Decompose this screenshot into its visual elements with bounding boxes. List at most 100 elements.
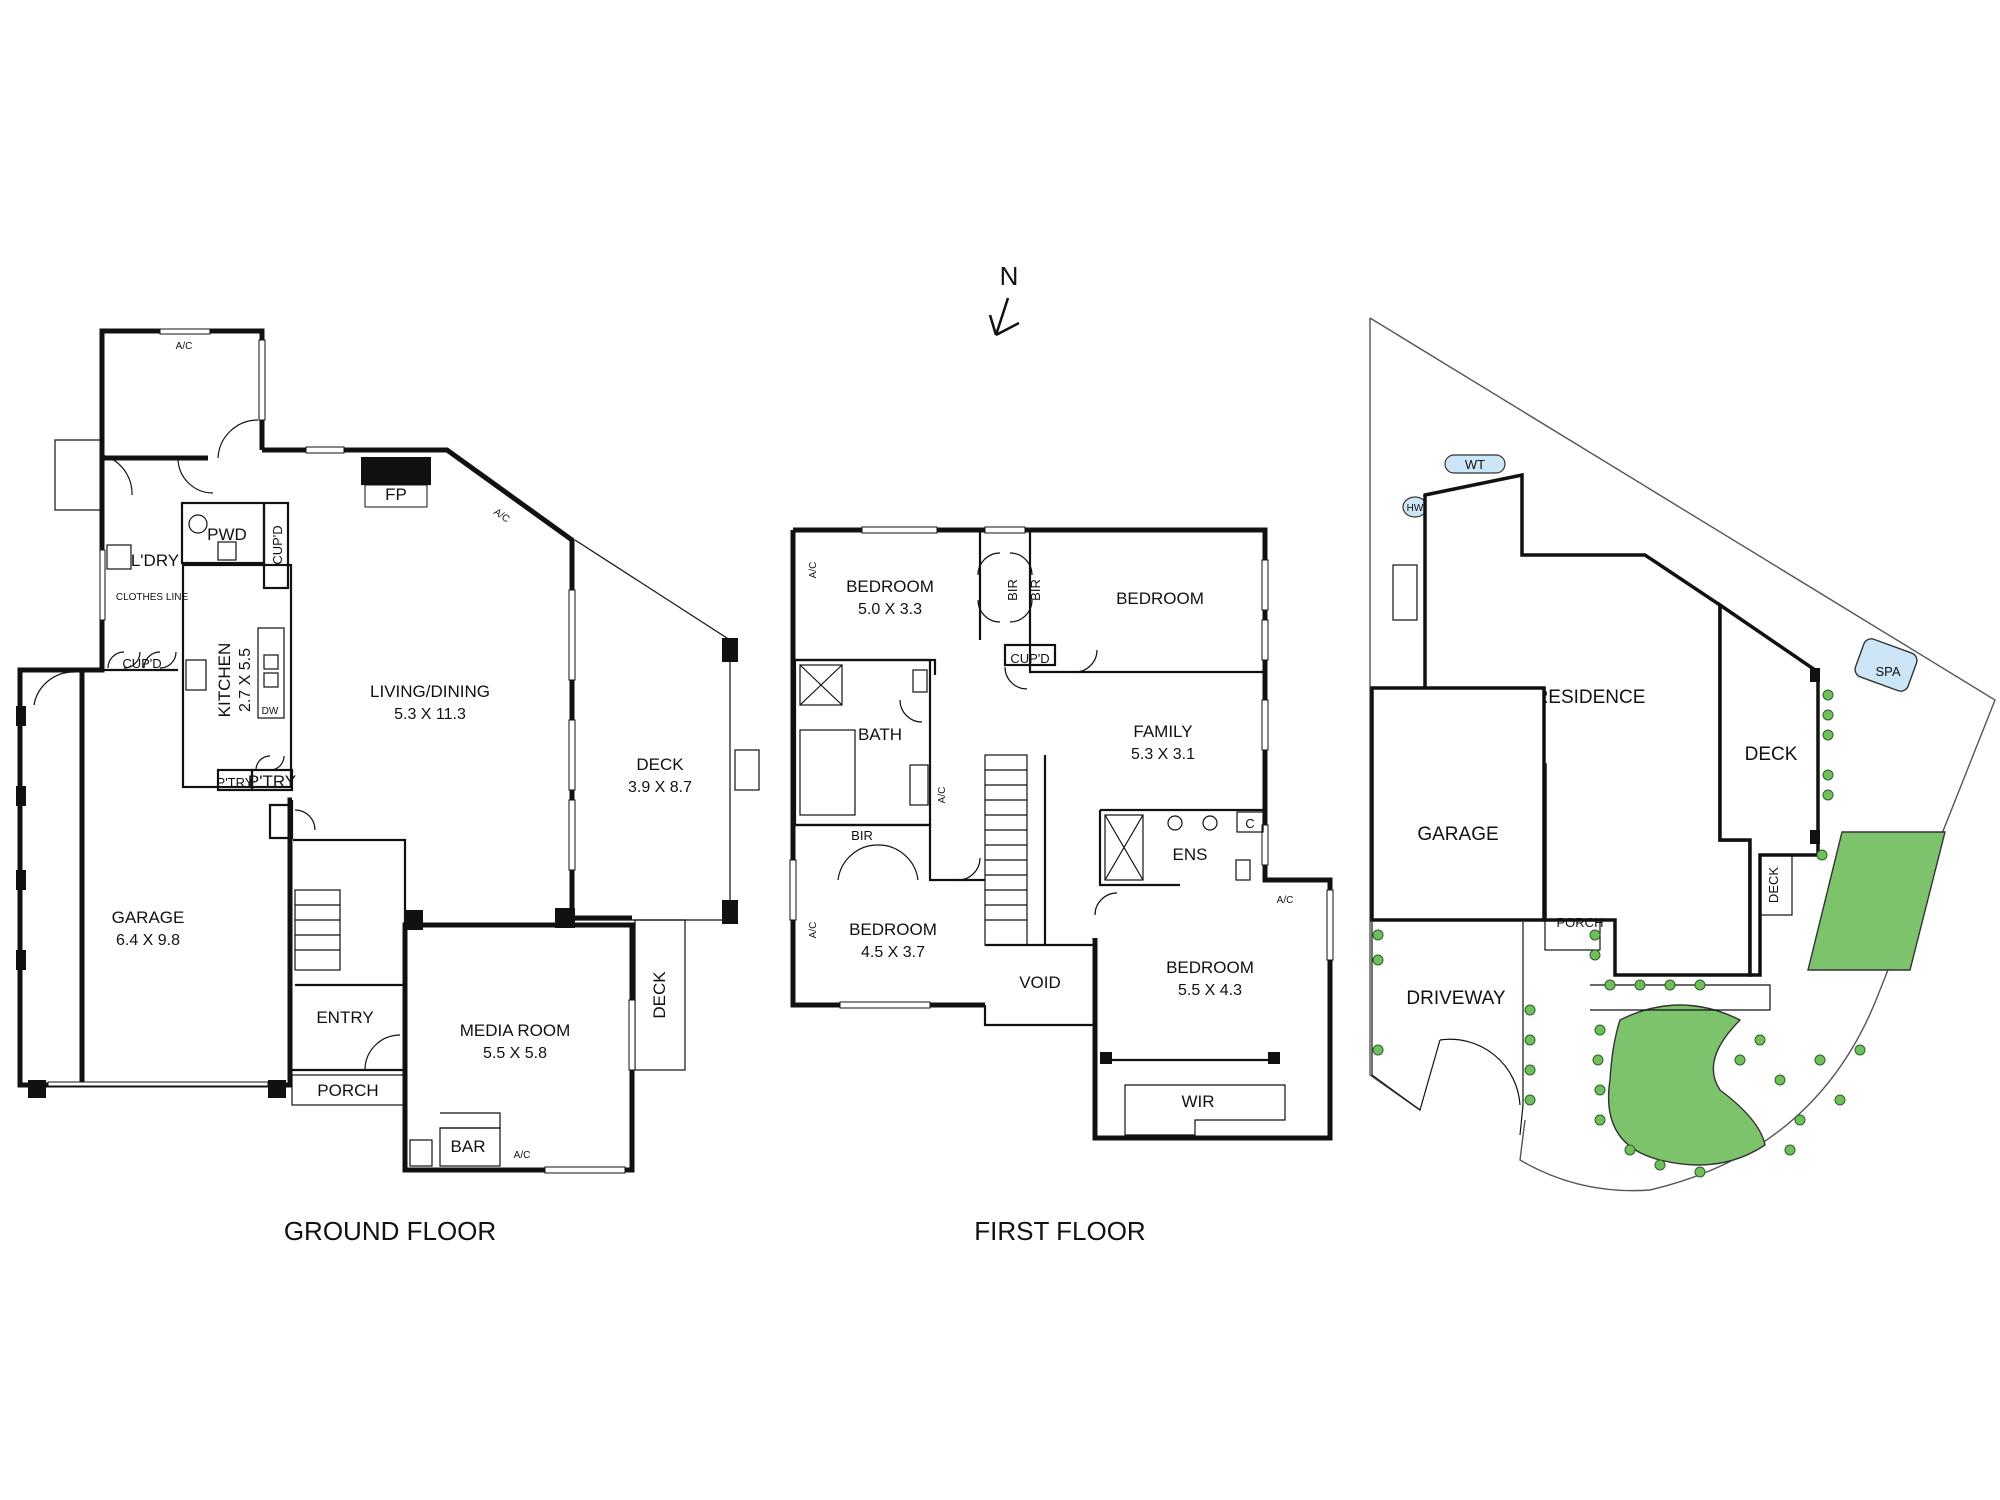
garage-post-4 <box>16 950 26 970</box>
living-ac-label: A/C <box>491 507 511 526</box>
ff-cupd-door <box>1004 666 1028 690</box>
media-dims: 5.5 X 5.8 <box>483 1045 547 1062</box>
north-arrow-icon <box>988 297 1020 337</box>
shrub <box>1524 1034 1536 1046</box>
compass: N <box>988 261 1020 337</box>
shrub <box>1634 979 1646 991</box>
family-label: FAMILY <box>1133 722 1192 741</box>
shrub <box>1854 1044 1866 1056</box>
shrub <box>1594 1114 1606 1126</box>
living-window-3 <box>568 799 576 871</box>
shrub <box>1664 979 1676 991</box>
pantry-2-label: P'TRY <box>248 772 296 791</box>
kitchen-room <box>181 563 293 789</box>
bed4-label: BEDROOM <box>1166 958 1254 977</box>
bath-toilet <box>912 669 928 693</box>
driveway-gate <box>1439 1038 1521 1106</box>
ens-basin-1 <box>1167 815 1183 831</box>
small-deck <box>634 919 686 1071</box>
site-driveway-label: DRIVEWAY <box>1406 988 1506 1009</box>
ens-shower <box>1104 814 1144 881</box>
ff-window-5 <box>1261 699 1269 751</box>
ff-cupd <box>1003 643 1057 667</box>
compass-label: N <box>1000 261 1019 291</box>
ff-window-9 <box>839 1001 931 1009</box>
bar-fridge <box>409 1139 433 1167</box>
entry-door <box>364 1034 401 1071</box>
driveway-east <box>1519 922 1524 1136</box>
ens-cupboard <box>1236 811 1264 833</box>
shrub <box>1594 1084 1606 1096</box>
site-boundary-curve <box>1519 989 1881 1192</box>
shrub <box>1816 849 1828 861</box>
shrub <box>1624 1144 1636 1156</box>
wt-label: WT <box>1465 457 1485 472</box>
west-wall <box>79 458 105 1085</box>
gym-door <box>217 419 259 459</box>
garage-post-6 <box>268 1080 286 1098</box>
living-dims: 5.3 X 11.3 <box>394 706 466 723</box>
ff-stairs <box>984 754 1028 946</box>
bir2-label: BIR <box>1028 579 1043 601</box>
garage-side-door <box>33 671 75 706</box>
ff-window-7 <box>1326 889 1334 961</box>
shrub <box>1822 769 1834 781</box>
void-walls <box>985 755 1095 947</box>
pantry-1-label: P'TRY <box>217 775 254 790</box>
entry-stairs <box>294 889 341 971</box>
shrubs <box>1372 689 1866 1178</box>
garage-internal-door <box>294 809 316 831</box>
bath-label: BATH <box>858 725 902 744</box>
gym-ac-unit <box>159 328 211 335</box>
shrub <box>1784 1144 1796 1156</box>
lawn-south <box>1607 1004 1766 1166</box>
shrub <box>1372 1044 1384 1056</box>
void-bottom <box>983 1005 1095 1027</box>
entry-label: ENTRY <box>316 1008 373 1027</box>
garage-dims: 6.4 X 9.8 <box>116 932 180 949</box>
shrub <box>1814 1054 1826 1066</box>
stair-treads <box>295 904 340 951</box>
kitchen-sink-1 <box>263 654 279 670</box>
fireplace-hearth <box>364 484 428 508</box>
bathtub <box>799 729 856 816</box>
laundry-door <box>101 454 133 496</box>
site-residence-label: RESIDENCE <box>1535 687 1646 708</box>
living-window-1 <box>568 589 576 681</box>
bed4-ac-label: A/C <box>1277 895 1294 906</box>
bed3-ac-label: A/C <box>808 922 819 939</box>
ff-window-8 <box>789 859 797 921</box>
garage-post-1 <box>16 706 26 726</box>
deck-dims: 3.9 X 8.7 <box>628 779 692 796</box>
shrub <box>1774 1074 1786 1086</box>
bed2-south-wall <box>1028 640 1265 674</box>
shrub <box>1822 729 1834 741</box>
ens-walls <box>1098 808 1265 887</box>
deck-label: DECK <box>636 755 684 774</box>
site-garage-label: GARAGE <box>1417 824 1498 845</box>
shrub <box>1694 1166 1706 1178</box>
spa-icon <box>1854 638 1918 692</box>
bar-label: BAR <box>451 1137 486 1156</box>
laundry-sink <box>106 544 132 570</box>
bir2-doors <box>1009 552 1033 623</box>
ens-label: ENS <box>1173 845 1208 864</box>
site-small-deck <box>1759 854 1793 916</box>
media-window <box>628 999 636 1071</box>
shrub <box>1524 1064 1536 1076</box>
laundry-label: L'DRY <box>131 551 179 570</box>
bed2-label: BEDROOM <box>1116 589 1204 608</box>
bed1-south-wall <box>793 658 937 675</box>
bath-shower-cross <box>799 664 843 706</box>
water-tank-icon <box>1444 454 1506 474</box>
pwd-label: PWD <box>207 525 247 544</box>
ff-window-2 <box>984 526 1026 534</box>
hall-door <box>177 457 214 494</box>
site-deck <box>1718 601 1820 977</box>
shrub <box>1694 979 1706 991</box>
dishwasher-label: DW <box>262 706 279 717</box>
pantry-doors <box>255 755 285 771</box>
ens-toilet <box>1235 859 1251 881</box>
void-label: VOID <box>1019 973 1061 992</box>
shrub <box>1822 709 1834 721</box>
